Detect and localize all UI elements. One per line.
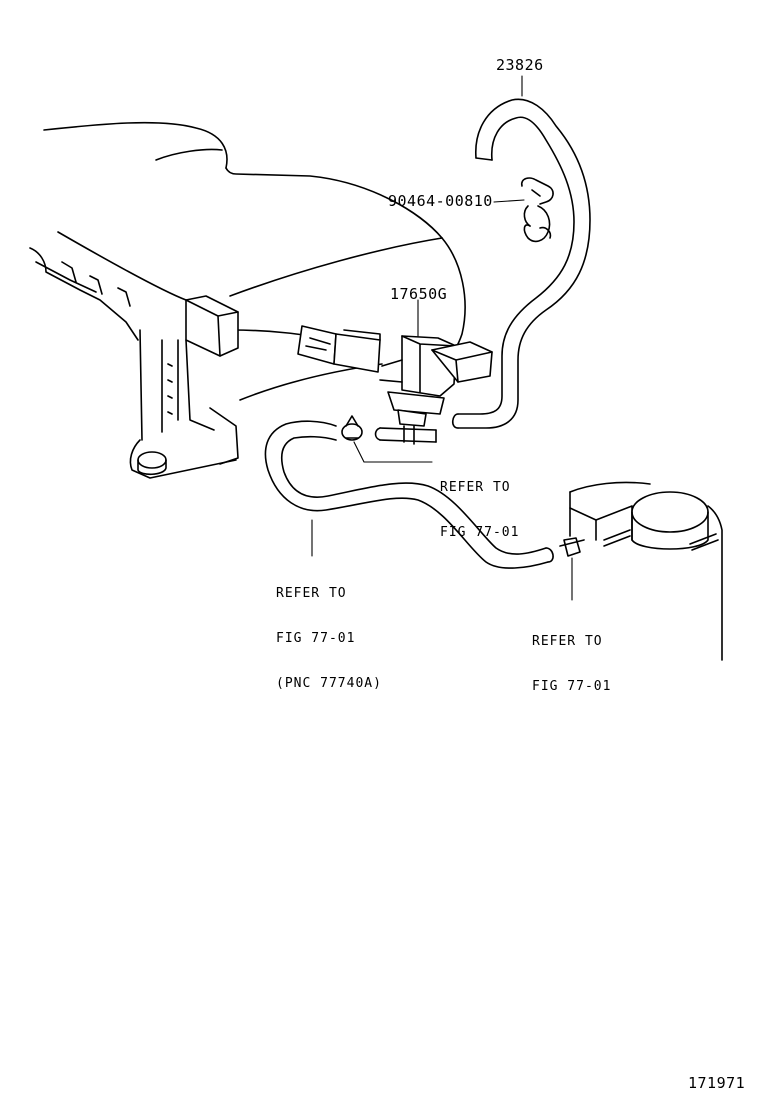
- ref-note-line: REFER TO: [276, 586, 347, 601]
- charcoal-canister: [559, 481, 723, 661]
- figure-number: 171971: [688, 1074, 746, 1092]
- ref-note-line: FIG 77-01: [276, 631, 356, 646]
- intake-assembly: [29, 121, 466, 479]
- ref-note-hose-lower: REFER TO FIG 77-01 (PNC 77740A): [276, 556, 382, 706]
- hose-lower: [264, 420, 554, 569]
- part-number-clip: 90464-00810: [388, 192, 493, 210]
- vsv-17650g: [297, 299, 493, 445]
- ref-note-line: (PNC 77740A): [276, 676, 382, 691]
- clip-90464-00810: [520, 177, 554, 243]
- ref-note-line: REFER TO: [532, 634, 603, 649]
- clamp-center: [341, 415, 433, 463]
- hose-23826: [451, 98, 591, 429]
- part-number-hose-23826: 23826: [496, 56, 544, 74]
- ref-note-line: REFER TO: [440, 480, 511, 495]
- ref-note-line: FIG 77-01: [440, 525, 520, 540]
- part-number-vsv: 17650G: [390, 285, 448, 303]
- leader-clip: [493, 199, 525, 203]
- ref-note-line: FIG 77-01: [532, 679, 612, 694]
- ref-note-canister-clamp: REFER TO FIG 77-01: [532, 604, 611, 709]
- ref-note-clamp-center: REFER TO FIG 77-01: [440, 450, 519, 555]
